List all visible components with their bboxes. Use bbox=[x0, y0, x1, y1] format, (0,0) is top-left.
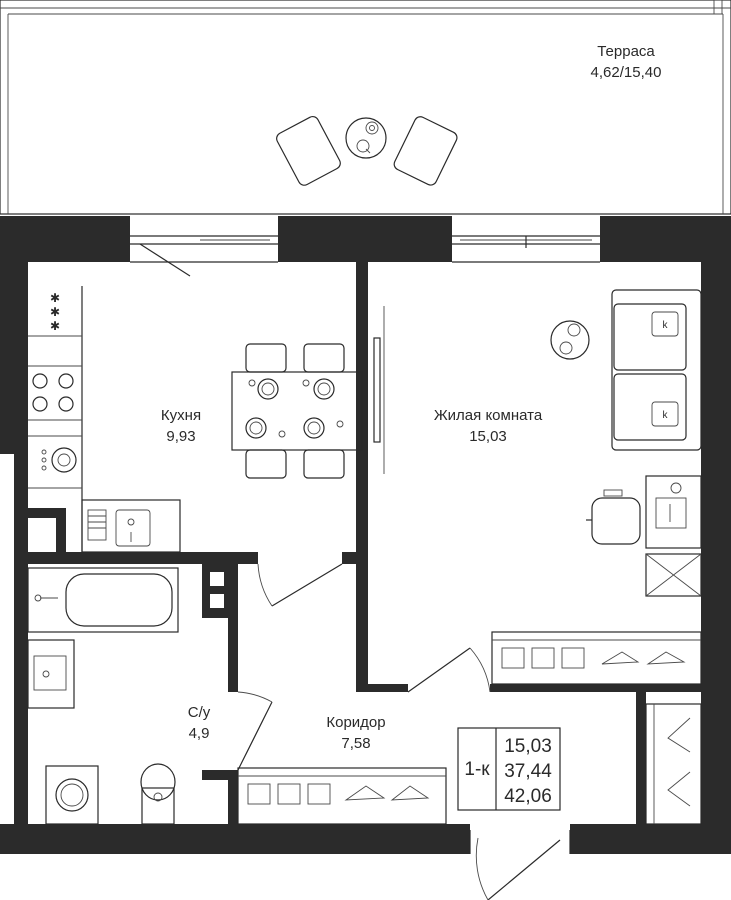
total-area-value: 37,44 bbox=[504, 761, 552, 782]
door-kitchen bbox=[257, 563, 343, 607]
wardrobe-corridor bbox=[237, 767, 447, 825]
dining-table bbox=[231, 343, 363, 479]
door-living bbox=[407, 647, 491, 693]
wardrobe-living bbox=[491, 631, 702, 685]
kitchen-counter: ✱ ✱ ✱ bbox=[28, 286, 83, 552]
office-chair bbox=[586, 489, 641, 545]
desk bbox=[645, 475, 702, 597]
svg-text:✱: ✱ bbox=[50, 319, 60, 333]
kitchen-area: 9,93 bbox=[166, 428, 195, 445]
stove-icon bbox=[32, 373, 74, 412]
living-name: Жилая комната bbox=[434, 407, 543, 424]
terrace-table bbox=[345, 117, 387, 159]
sofa: k k bbox=[611, 289, 702, 451]
bathroom-area: 4,9 bbox=[189, 725, 210, 742]
terrace bbox=[0, 0, 731, 215]
svg-text:k: k bbox=[663, 410, 669, 421]
svg-text:✱: ✱ bbox=[50, 305, 60, 319]
living-area-value: 15,03 bbox=[504, 736, 552, 757]
kitchen-lower-counter bbox=[81, 499, 181, 553]
sink-kitchen-icon bbox=[41, 447, 77, 473]
apartment-type: 1-к bbox=[464, 759, 490, 780]
terrace-chair-right bbox=[393, 116, 458, 186]
terrace-chair-left bbox=[276, 115, 341, 186]
terrace-name: Терраса bbox=[597, 43, 655, 60]
bathtub bbox=[27, 567, 179, 633]
bathroom-sink bbox=[27, 639, 75, 709]
coffee-table bbox=[550, 320, 590, 360]
kitchen-name: Кухня bbox=[161, 407, 201, 424]
svg-text:✱: ✱ bbox=[50, 291, 60, 305]
total-with-terrace-value: 42,06 bbox=[504, 786, 552, 807]
door-entrance bbox=[469, 830, 571, 900]
washing-machine-icon bbox=[45, 765, 99, 825]
corridor-area: 7,58 bbox=[341, 735, 370, 752]
toilet-icon bbox=[140, 763, 176, 825]
sliding-door bbox=[373, 306, 385, 474]
terrace-area: 4,62/15,40 bbox=[591, 64, 662, 81]
corridor-name: Коридор bbox=[326, 714, 385, 731]
window-kitchen bbox=[130, 216, 278, 277]
closet-hallway bbox=[645, 703, 702, 825]
walls bbox=[0, 216, 731, 854]
living-area: 15,03 bbox=[469, 428, 507, 445]
svg-text:k: k bbox=[663, 320, 669, 331]
bathroom-name: С/у bbox=[188, 704, 211, 721]
window-living bbox=[452, 216, 600, 263]
area-summary bbox=[457, 727, 561, 811]
door-bathroom bbox=[237, 691, 273, 771]
